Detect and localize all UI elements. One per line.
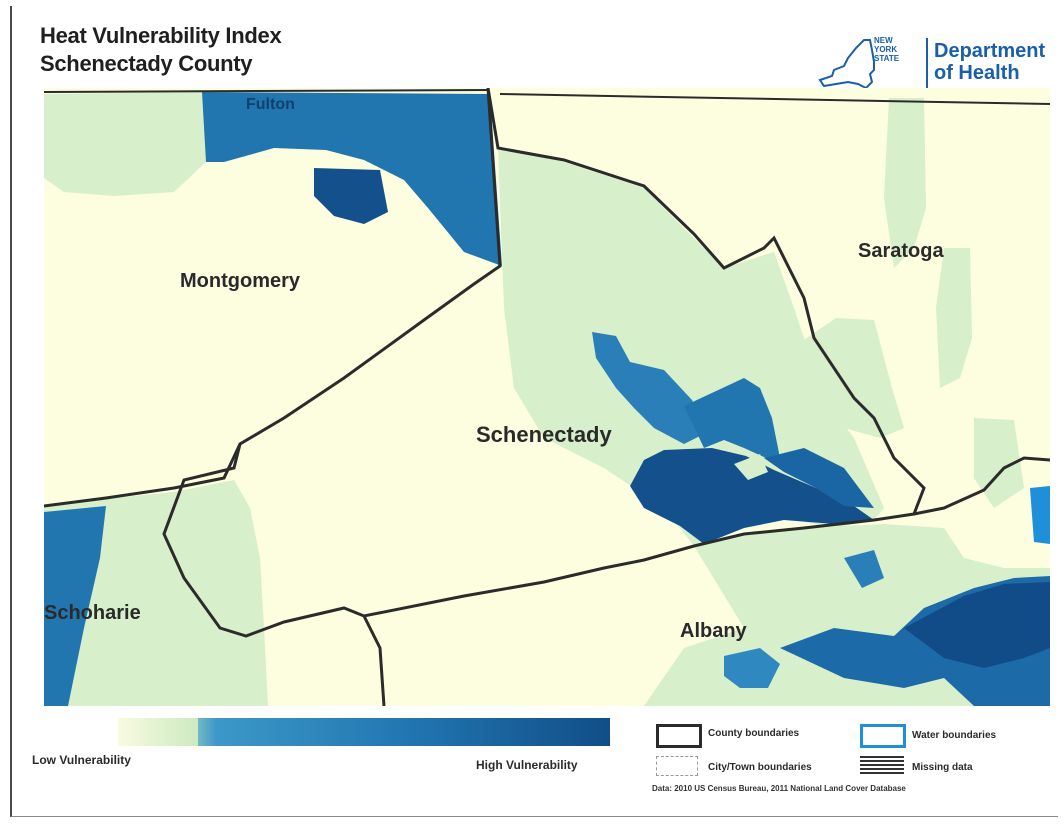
saratoga-county-boundary xyxy=(913,456,1050,516)
saratoga-light-strip-1 xyxy=(884,98,926,268)
schenectady-light-area xyxy=(498,148,884,546)
schenectady-high-area-west xyxy=(592,332,708,444)
map-title: Heat Vulnerability Index Schenectady Cou… xyxy=(40,22,282,78)
water-body-east xyxy=(1030,486,1050,544)
schenectady-high-area-center xyxy=(684,378,782,468)
legend-high-label: High Vulnerability xyxy=(476,758,578,772)
new-york-state-wordmark: NEW YORK STATE xyxy=(874,36,900,63)
logo-divider xyxy=(926,38,928,90)
schenectady-light-core xyxy=(734,454,768,480)
data-source-note: Data: 2010 US Census Bureau, 2011 Nation… xyxy=(652,784,906,793)
map-label-saratoga: Saratoga xyxy=(858,240,944,262)
page-frame xyxy=(10,6,1058,817)
legend-missing-data: Missing data xyxy=(912,762,973,773)
albany-county-boundary xyxy=(362,615,386,706)
title-line-2: Schenectady County xyxy=(40,51,253,76)
nys-doh-logo: NEW YORK STATE Department of Health xyxy=(818,30,1058,100)
low-vulnerability-swatch xyxy=(118,718,198,746)
legend-city-town-boundaries: City/Town boundaries xyxy=(708,762,812,773)
map-label-schenectady: Schenectady xyxy=(476,422,612,447)
water-boundary-swatch xyxy=(860,724,906,748)
fulton-highest-area xyxy=(314,168,388,224)
albany-highest-area xyxy=(904,582,1050,668)
legend-water-boundaries: Water boundaries xyxy=(912,730,997,741)
county-boundary-swatch xyxy=(656,724,702,748)
missing-data-swatch xyxy=(860,756,904,774)
saratoga-light-strip-3 xyxy=(936,248,972,388)
vulnerability-color-ramp xyxy=(118,718,610,746)
fulton-high-area xyxy=(202,92,502,266)
map-top-boundary xyxy=(499,93,1050,105)
department-of-health-wordmark: Department of Health xyxy=(934,40,1046,84)
schoharie-high-area xyxy=(44,506,106,706)
legend-low-label: Low Vulnerability xyxy=(32,753,131,767)
schenectady-highest-core xyxy=(630,448,874,544)
schenectady-county-boundary xyxy=(162,88,926,638)
new-york-state-outline-icon xyxy=(818,39,875,90)
map-label-fulton: Fulton xyxy=(246,96,295,113)
montgomery-light-area xyxy=(44,92,206,196)
title-line-1: Heat Vulnerability Index xyxy=(40,23,282,48)
map-label-montgomery: Montgomery xyxy=(180,270,300,292)
legend-county-boundaries: County boundaries xyxy=(708,728,800,739)
map-label-albany: Albany xyxy=(680,620,747,642)
heat-vulnerability-map xyxy=(44,88,1050,706)
albany-medium-patch xyxy=(844,550,884,588)
city-town-boundary-swatch xyxy=(656,756,698,776)
map-label-schoharie: Schoharie xyxy=(44,602,141,624)
schenectady-high-area-east xyxy=(764,448,874,508)
albany-high-patch xyxy=(724,648,780,688)
fulton-county-boundary xyxy=(44,89,489,93)
montgomery-county-boundary xyxy=(44,443,242,508)
